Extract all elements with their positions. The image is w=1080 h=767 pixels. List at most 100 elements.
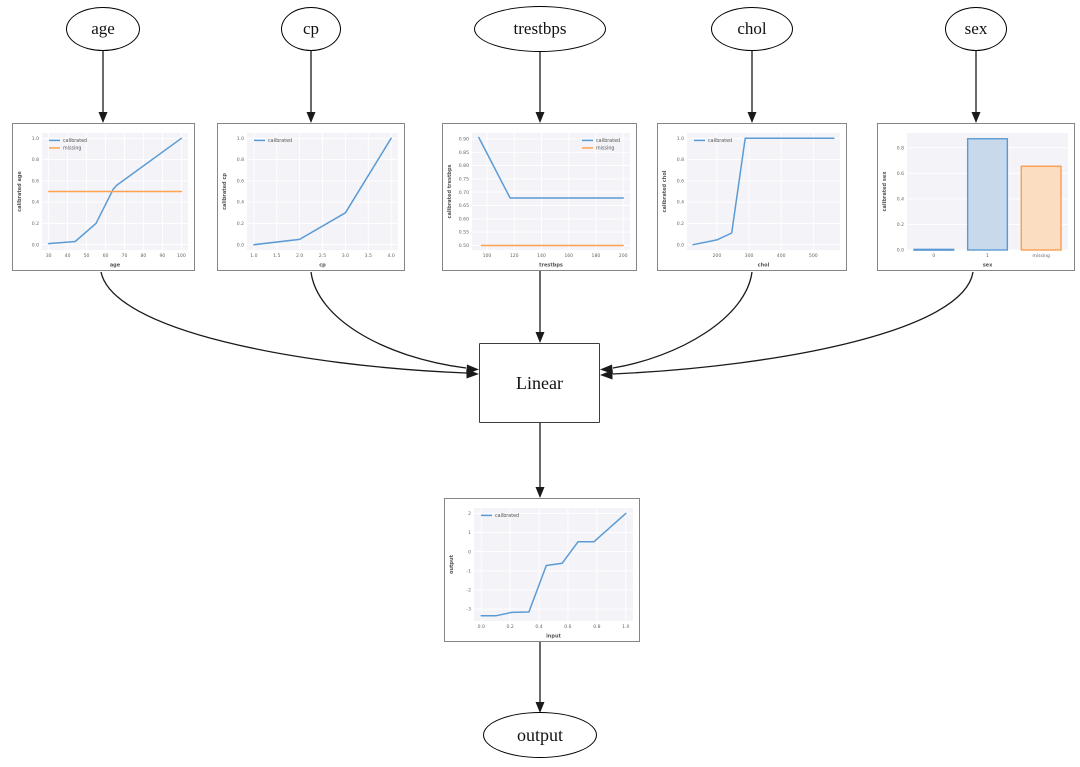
svg-text:0.2: 0.2 (32, 221, 39, 227)
svg-text:1.0: 1.0 (237, 136, 244, 142)
svg-text:400: 400 (777, 253, 786, 259)
svg-text:100: 100 (177, 253, 186, 259)
node-cp-label: cp (302, 19, 320, 38)
edge-cpplot-to-linear (310, 271, 479, 374)
node-age-label: age (91, 19, 115, 38)
svg-text:1.0: 1.0 (250, 253, 257, 259)
svg-text:0.85: 0.85 (459, 150, 469, 156)
edge-chol-to-plot (747, 51, 757, 123)
svg-text:-3: -3 (466, 607, 471, 613)
svg-text:300: 300 (745, 253, 754, 259)
svg-text:0.80: 0.80 (459, 163, 469, 169)
svg-text:calibrated: calibrated (268, 138, 292, 144)
svg-text:-1: -1 (466, 568, 471, 574)
svg-text:calibrated trestbps: calibrated trestbps (447, 164, 453, 218)
svg-text:0.6: 0.6 (32, 178, 39, 184)
svg-text:0.4: 0.4 (535, 624, 542, 630)
svg-text:50: 50 (84, 253, 90, 259)
svg-text:100: 100 (483, 253, 492, 259)
node-chol-label: chol (737, 19, 767, 38)
svg-text:0.0: 0.0 (237, 242, 244, 248)
svg-text:sex: sex (983, 263, 993, 269)
svg-text:0.6: 0.6 (677, 178, 684, 184)
svg-text:age: age (110, 263, 121, 269)
svg-text:0.8: 0.8 (593, 624, 600, 630)
svg-text:1.5: 1.5 (273, 253, 280, 259)
svg-text:0.0: 0.0 (897, 248, 904, 254)
svg-text:140: 140 (537, 253, 546, 259)
node-cp: cp (281, 7, 341, 51)
svg-text:0.4: 0.4 (237, 200, 244, 206)
node-age: age (66, 7, 140, 51)
svg-text:0.50: 0.50 (459, 243, 469, 249)
svg-text:-2: -2 (466, 588, 471, 594)
edge-sexplot-to-linear (600, 271, 974, 380)
svg-text:200: 200 (619, 253, 628, 259)
svg-text:0.0: 0.0 (677, 242, 684, 248)
node-output: output (483, 712, 597, 758)
svg-text:0.60: 0.60 (459, 216, 469, 222)
edge-outputplot-to-output (535, 642, 545, 713)
edge-age-to-plot (98, 51, 108, 123)
node-sex-label: sex (964, 19, 988, 38)
svg-text:500: 500 (809, 253, 818, 259)
node-chol: chol (711, 7, 793, 51)
svg-text:missing: missing (596, 146, 614, 152)
svg-text:0.6: 0.6 (564, 624, 571, 630)
svg-text:0.70: 0.70 (459, 190, 469, 196)
svg-text:4.0: 4.0 (387, 253, 394, 259)
svg-text:calibrated age: calibrated age (17, 171, 23, 212)
svg-text:cp: cp (319, 263, 326, 269)
svg-text:chol: chol (758, 263, 770, 269)
svg-text:2: 2 (468, 511, 471, 517)
svg-text:40: 40 (65, 253, 71, 259)
node-output-label: output (516, 724, 563, 745)
svg-text:0.8: 0.8 (677, 157, 684, 163)
svg-text:3.5: 3.5 (365, 253, 372, 259)
svg-text:2.0: 2.0 (296, 253, 303, 259)
svg-text:1.0: 1.0 (622, 624, 629, 630)
svg-text:calibrated: calibrated (495, 513, 519, 519)
svg-text:missing: missing (1032, 253, 1050, 259)
svg-text:1: 1 (468, 530, 471, 536)
svg-text:0.8: 0.8 (32, 157, 39, 163)
svg-text:calibrated sex: calibrated sex (882, 171, 888, 212)
svg-text:0.6: 0.6 (897, 171, 904, 177)
svg-text:missing: missing (63, 146, 81, 152)
node-trestbps: trestbps (474, 6, 606, 52)
svg-text:0.75: 0.75 (459, 176, 469, 182)
node-linear: Linear (479, 343, 600, 423)
svg-text:input: input (546, 634, 561, 640)
svg-text:70: 70 (122, 253, 128, 259)
svg-text:0.65: 0.65 (459, 203, 469, 209)
svg-text:3.0: 3.0 (342, 253, 349, 259)
svg-text:calibrated: calibrated (708, 138, 732, 144)
svg-text:0.8: 0.8 (237, 157, 244, 163)
svg-text:80: 80 (141, 253, 147, 259)
svg-text:90: 90 (159, 253, 165, 259)
svg-text:output: output (449, 554, 455, 574)
svg-text:calibrated chol: calibrated chol (662, 170, 668, 212)
svg-text:0: 0 (468, 549, 471, 555)
svg-text:trestbps: trestbps (539, 263, 563, 269)
edge-cholplot-to-linear (600, 271, 753, 374)
svg-text:0: 0 (932, 253, 935, 259)
svg-text:0.55: 0.55 (459, 230, 469, 236)
svg-text:200: 200 (713, 253, 722, 259)
svg-text:1: 1 (986, 253, 989, 259)
svg-text:0.0: 0.0 (32, 242, 39, 248)
node-linear-label: Linear (516, 372, 563, 393)
edge-sex-to-plot (971, 51, 981, 123)
node-trestbps-label: trestbps (513, 19, 567, 38)
svg-text:60: 60 (103, 253, 109, 259)
svg-text:0.2: 0.2 (897, 222, 904, 228)
